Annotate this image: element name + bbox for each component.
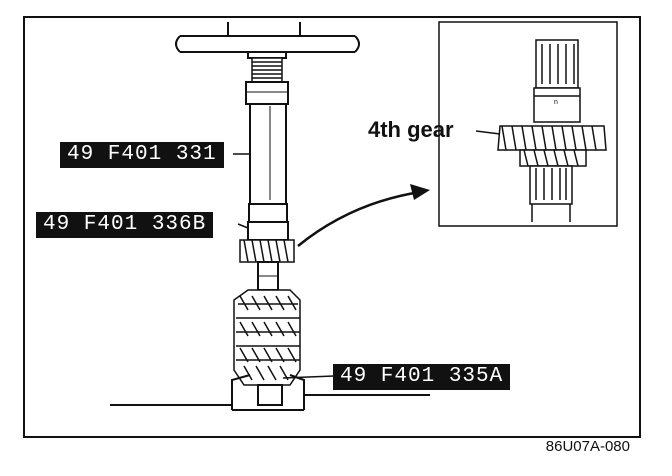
leader-336b <box>237 223 249 229</box>
support-block <box>110 374 430 411</box>
inset-frame <box>438 21 618 227</box>
gear-cluster <box>233 289 301 386</box>
press-tube <box>249 103 287 205</box>
arrowhead-icon <box>410 184 430 200</box>
shaft-end <box>257 384 283 406</box>
tool-label-336b: 49 F401 336B <box>36 212 214 238</box>
figure-code: 86U07A-080 <box>545 438 630 455</box>
press-nut <box>245 81 289 105</box>
detail-arrow <box>297 190 421 247</box>
svg-text:n: n <box>554 99 558 106</box>
press-handle <box>175 22 360 59</box>
inset-gear-4th <box>497 125 607 167</box>
press-screw <box>251 57 283 83</box>
gear-4th <box>239 239 295 263</box>
press-collar <box>248 203 288 223</box>
tool-label-335a: 49 F401 335A <box>333 364 511 390</box>
leader-gear <box>475 130 501 135</box>
adapter-collar <box>247 221 289 241</box>
inset-shaft: n <box>533 39 581 123</box>
tool-label-331: 49 F401 331 <box>60 142 224 168</box>
outer-frame <box>23 16 641 438</box>
gear-label: 4th gear <box>368 117 454 142</box>
inset-shaft-lower <box>529 165 573 222</box>
leader-335a <box>282 375 335 379</box>
